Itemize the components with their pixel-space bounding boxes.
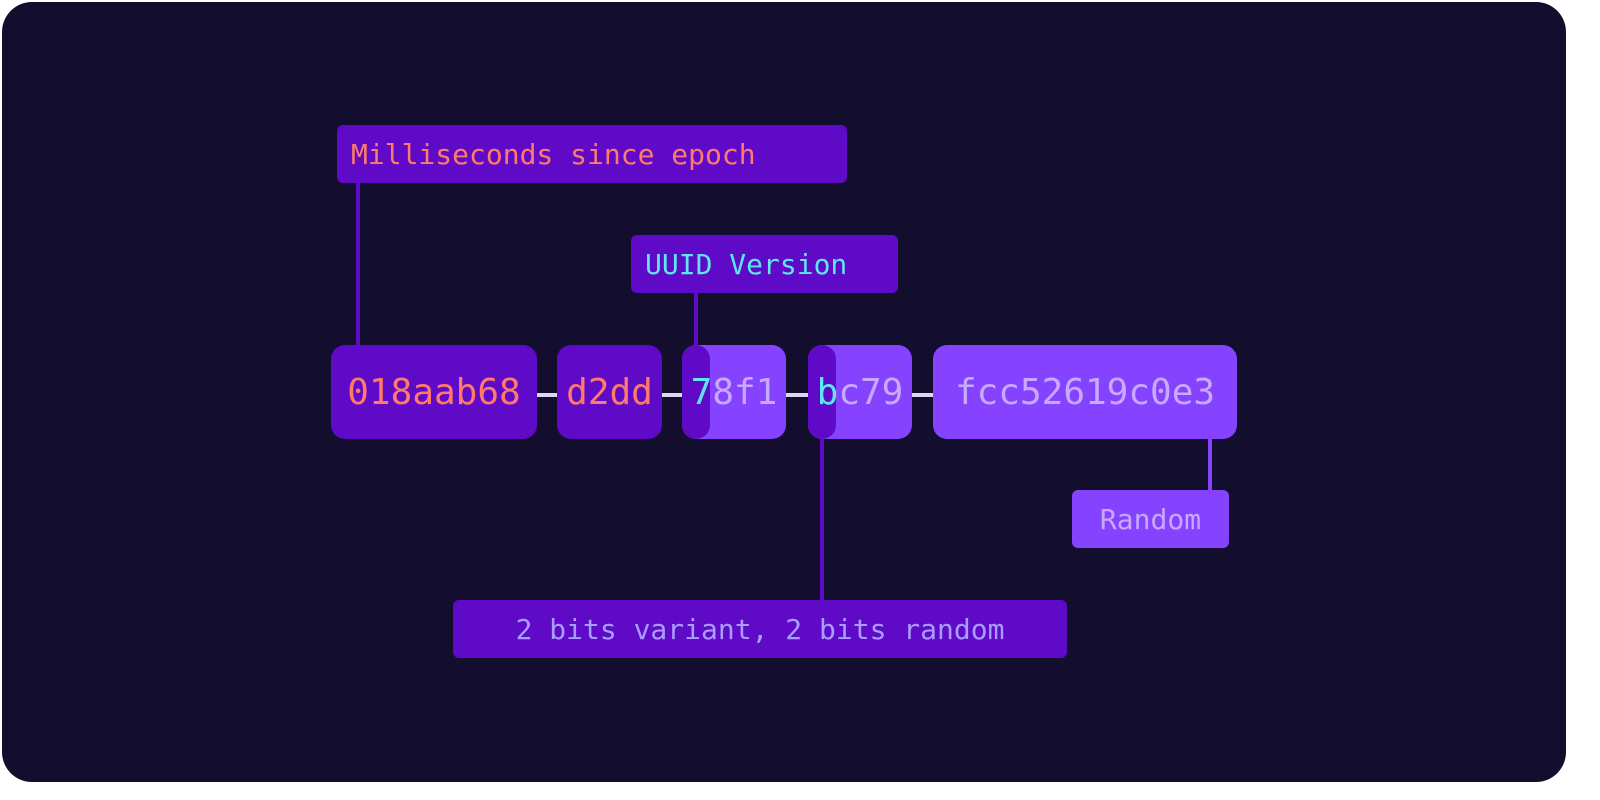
version-nibble-highlight: [682, 345, 710, 439]
uuid-variant-segment: bc79: [808, 345, 912, 439]
uuid-time-mid-text: d2dd: [566, 371, 653, 413]
timestamp-label: Milliseconds since epoch: [337, 125, 847, 183]
uuid-variant-digit: b: [816, 371, 839, 413]
random-connector-line: [1208, 437, 1212, 492]
random-label: Random: [1072, 490, 1229, 548]
separator-dash: [910, 393, 936, 397]
uuid-node-segment: fcc52619c0e3: [933, 345, 1237, 439]
diagram-canvas: Milliseconds since epoch UUID Version Ra…: [2, 2, 1566, 782]
uuid-version-rest: 8f1: [712, 371, 778, 413]
timestamp-label-text: Milliseconds since epoch: [351, 137, 756, 171]
variant-label-text: 2 bits variant, 2 bits random: [515, 612, 1005, 646]
uuid-version-segment: 78f1: [682, 345, 786, 439]
version-connector-line: [694, 292, 698, 347]
variant-connector-line: [820, 437, 824, 601]
version-label-text: UUID Version: [645, 247, 848, 281]
uuid-time-high-text: 018aab68: [347, 371, 521, 413]
uuid-variant-rest: c79: [838, 371, 904, 413]
separator-dash: [785, 393, 811, 397]
variant-nibble-highlight: [808, 345, 836, 439]
uuid-time-mid-segment: d2dd: [557, 345, 662, 439]
separator-dash: [661, 393, 685, 397]
uuid-node-text: fcc52619c0e3: [954, 371, 1216, 413]
timestamp-connector-line: [356, 182, 360, 347]
uuid-version-digit: 7: [690, 371, 713, 413]
variant-label: 2 bits variant, 2 bits random: [453, 600, 1067, 658]
version-label: UUID Version: [631, 235, 898, 293]
separator-dash: [536, 393, 560, 397]
uuid-time-high-segment: 018aab68: [331, 345, 537, 439]
random-label-text: Random: [1099, 502, 1202, 536]
